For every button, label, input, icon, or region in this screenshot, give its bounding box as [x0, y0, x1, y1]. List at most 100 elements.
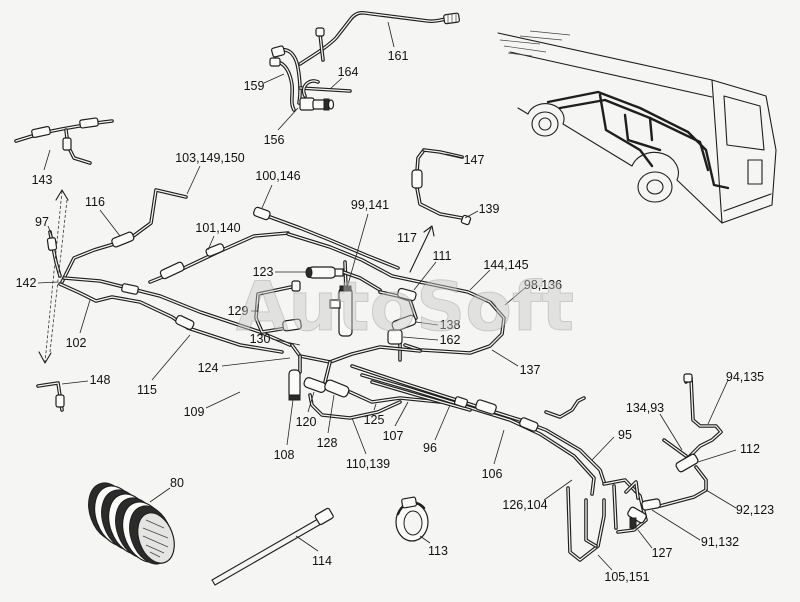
fitting-156-body [299, 97, 315, 111]
pipe-109-core [187, 327, 283, 353]
leader-148 [61, 380, 89, 385]
leader-162 [402, 336, 439, 341]
pipe-network [14, 10, 723, 562]
pipe-99-141-core [344, 261, 347, 291]
cable-tie-114 [211, 507, 334, 586]
pipe-loop-vertical-core [613, 485, 617, 529]
leader-128 [327, 394, 335, 434]
callout-96: 96 [423, 441, 437, 455]
callout-labels: 161 164 159 156 143 116 97 142 102 103,1… [16, 49, 775, 584]
pipe-147-core [423, 149, 463, 158]
fitting-138 [391, 314, 417, 332]
leader-116 [99, 209, 121, 237]
leader-125 [373, 403, 377, 411]
fitting-101-140-b [205, 243, 225, 257]
callout-100-146: 100,146 [255, 169, 300, 183]
vehicle-rear-corner [721, 95, 777, 224]
pipe-107-core [349, 391, 441, 403]
fitting-143-a [31, 125, 51, 139]
callout-108: 108 [274, 448, 295, 462]
vehicle-side-sill [517, 103, 723, 224]
pipe-137-core [287, 233, 505, 354]
leader-130 [271, 338, 301, 346]
callout-107: 107 [383, 429, 404, 443]
leader-147 [445, 153, 465, 159]
fitting-143-c [62, 137, 72, 151]
callout-102: 102 [66, 336, 87, 350]
callout-101-140: 101,140 [195, 221, 240, 235]
fitting-159-b [269, 57, 281, 67]
leader-102 [79, 299, 91, 334]
pipe-129-core [255, 285, 301, 333]
callout-142: 142 [16, 276, 37, 290]
callout-123: 123 [253, 265, 274, 279]
callout-113: 113 [428, 544, 448, 558]
fitting-161-end [443, 12, 460, 25]
leader-92-123 [705, 489, 737, 509]
vehicle-brake-route-third [598, 93, 654, 168]
callout-156: 156 [264, 133, 285, 147]
vehicle-rear-edge [711, 79, 723, 224]
callout-148: 148 [90, 373, 111, 387]
cable-tie-strap [211, 518, 322, 586]
clamp-tab [401, 496, 418, 509]
leader-91-132 [651, 509, 701, 541]
fitting-147 [411, 169, 423, 189]
callout-137: 137 [520, 363, 541, 377]
callout-92-123: 92,123 [736, 503, 774, 517]
pipe-100-146-core [269, 216, 399, 269]
callout-114: 114 [312, 554, 332, 568]
callout-105-151: 105,151 [604, 570, 649, 584]
fitting-102 [175, 314, 195, 330]
callout-129: 129 [228, 304, 249, 318]
callout-128: 128 [317, 436, 338, 450]
pipe-124-core [291, 344, 421, 363]
callout-126-104: 126,104 [502, 498, 547, 512]
fitting-108-nut [288, 394, 301, 401]
leader-94-135 [707, 379, 729, 425]
leader-120 [307, 391, 315, 413]
pipe-164-core [299, 87, 351, 92]
leader-110-139 [351, 417, 367, 455]
pipe-161-stub-core [319, 33, 324, 61]
fitting-97 [46, 237, 58, 251]
callout-134-93: 134,93 [626, 401, 664, 415]
fitting-94-135-cap [683, 373, 693, 383]
fitting-108 [288, 369, 301, 399]
callout-97: 97 [35, 215, 49, 229]
leader-111 [413, 261, 437, 291]
pipe-116-core [61, 243, 115, 283]
fitting-162 [387, 329, 403, 345]
arrow-up-icon [55, 189, 69, 201]
leader-161 [387, 21, 395, 48]
leader-115 [151, 334, 191, 381]
callout-125: 125 [364, 413, 385, 427]
leader-124 [221, 357, 291, 367]
fitting-156-end [327, 99, 335, 110]
pipe-105-151-inner-core [585, 499, 597, 547]
leader-126-104 [543, 479, 573, 501]
fitting-159-a [271, 45, 286, 58]
leader-101-140 [207, 235, 215, 251]
cable-tie-head [314, 507, 334, 526]
leader-134-93 [659, 413, 683, 451]
callout-144-145: 144,145 [483, 258, 528, 272]
leader-95 [591, 436, 615, 461]
callout-143: 143 [32, 173, 53, 187]
fitting-123-nut [334, 268, 344, 277]
leader-97 [47, 225, 53, 237]
vehicle-front-hub [538, 117, 552, 131]
callout-98-136: 98,136 [524, 278, 562, 292]
pipe-110-139-core [371, 381, 471, 411]
fitting-129-top [291, 280, 301, 292]
leader-137 [491, 349, 519, 367]
pipe-120-core [324, 361, 331, 383]
vehicle-rear-window [723, 95, 765, 151]
pipe-103-149-150-core [131, 189, 187, 238]
tee-fitting-nut [339, 285, 352, 292]
bellows-hatch [142, 519, 169, 558]
leader-143 [43, 149, 51, 171]
pipe-105-151-core [567, 487, 605, 561]
arrow-117-shaft [409, 227, 432, 273]
fitting-115 [121, 283, 139, 295]
